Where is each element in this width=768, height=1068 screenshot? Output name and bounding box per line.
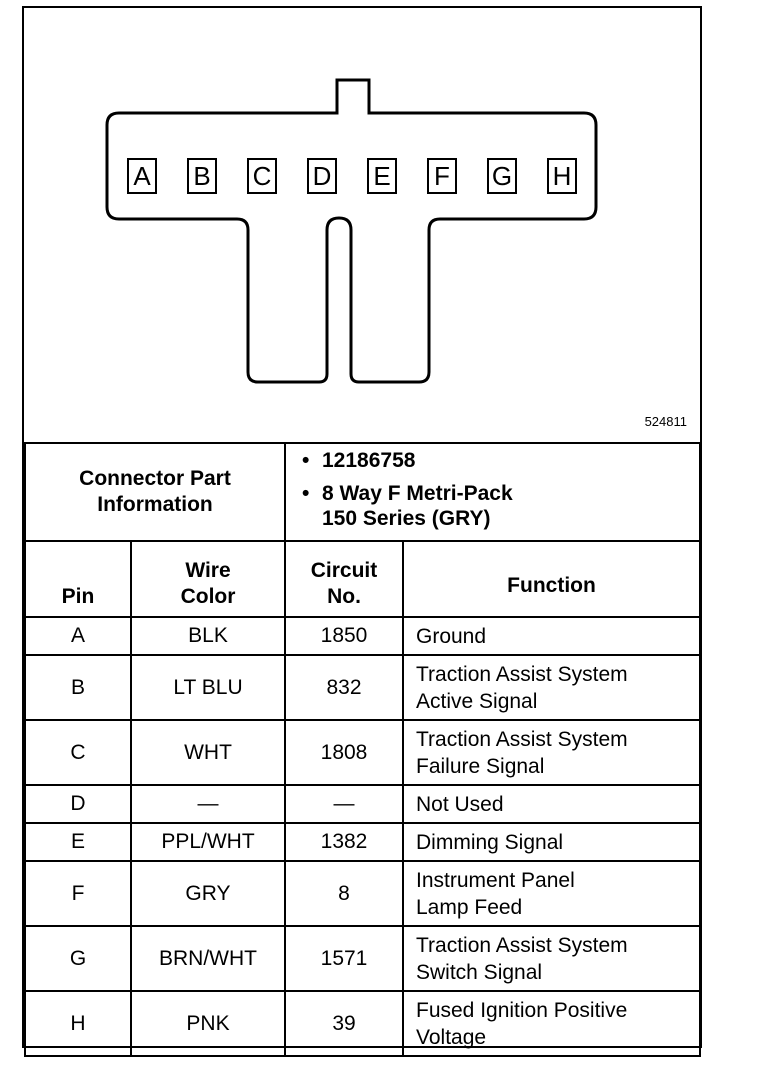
- wire-color-cell: GRY: [130, 860, 286, 927]
- pin-e-cavity: E: [367, 158, 397, 194]
- part-number: •12186758: [302, 449, 416, 472]
- table-row: D — — Not Used: [24, 784, 701, 824]
- connector-series: 150 Series (GRY): [322, 507, 491, 530]
- pin-cell: F: [24, 860, 132, 927]
- wire-color-cell: LT BLU: [130, 654, 286, 721]
- pin-c-cavity: C: [247, 158, 277, 194]
- wire-color-cell: BLK: [130, 616, 286, 656]
- part-info-label: Connector Part Information: [24, 442, 286, 542]
- connector-diagram: A B C D E F G H 524811: [24, 8, 699, 444]
- connector-outline: [105, 78, 598, 384]
- pin-header: Pin: [24, 540, 132, 618]
- pin-a-cavity: A: [127, 158, 157, 194]
- pin-h-cavity: H: [547, 158, 577, 194]
- part-info-list: •12186758 •8 Way F Metri-Pack 150 Series…: [284, 442, 701, 542]
- connector-sheet: A B C D E F G H 524811 Connector Part In…: [22, 6, 702, 1057]
- wire-color-cell: WHT: [130, 719, 286, 786]
- pin-b-cavity: B: [187, 158, 217, 194]
- connector-type: •8 Way F Metri-Pack: [302, 482, 513, 505]
- circuit-cell: 8: [284, 860, 404, 927]
- pin-cell: G: [24, 925, 132, 992]
- circuit-cell: 832: [284, 654, 404, 721]
- wire-color-cell: PNK: [130, 990, 286, 1057]
- table-row: A BLK 1850 Ground: [24, 616, 701, 656]
- circuit-cell: 1850: [284, 616, 404, 656]
- table-row: E PPL/WHT 1382 Dimming Signal: [24, 822, 701, 862]
- wire-color-cell: BRN/WHT: [130, 925, 286, 992]
- pin-cell: H: [24, 990, 132, 1057]
- wire-color-cell: —: [130, 784, 286, 824]
- pin-g-cavity: G: [487, 158, 517, 194]
- pin-f-cavity: F: [427, 158, 457, 194]
- function-header: Function: [402, 540, 701, 618]
- circuit-cell: —: [284, 784, 404, 824]
- wire-color-cell: PPL/WHT: [130, 822, 286, 862]
- circuit-cell: 1808: [284, 719, 404, 786]
- circuit-cell: 1571: [284, 925, 404, 992]
- pin-cell: A: [24, 616, 132, 656]
- circuit-cell: 39: [284, 990, 404, 1057]
- part-info-row: Connector Part Information •12186758 •8 …: [24, 442, 701, 542]
- function-cell: Ground: [402, 616, 701, 656]
- function-cell: Dimming Signal: [402, 822, 701, 862]
- pin-cell: B: [24, 654, 132, 721]
- pin-cell: E: [24, 822, 132, 862]
- pin-d-cavity: D: [307, 158, 337, 194]
- circuit-cell: 1382: [284, 822, 404, 862]
- pin-cell: D: [24, 784, 132, 824]
- pin-cell: C: [24, 719, 132, 786]
- figure-id: 524811: [644, 414, 687, 429]
- pinout-table: Connector Part Information •12186758 •8 …: [24, 442, 701, 1057]
- function-cell: Not Used: [402, 784, 701, 824]
